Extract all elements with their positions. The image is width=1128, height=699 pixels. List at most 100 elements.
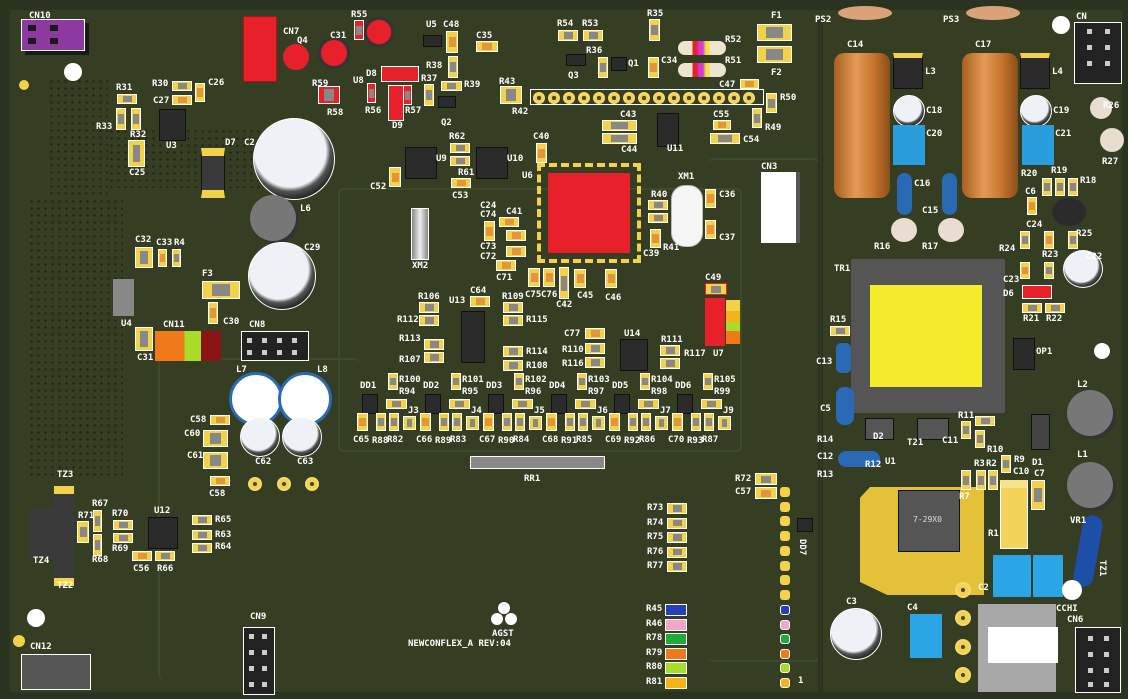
ra-label: R91	[561, 436, 578, 446]
dd-chip	[362, 394, 378, 414]
test-pad[interactable]	[780, 575, 790, 586]
c12-capacitor	[838, 451, 880, 467]
c-label: C67	[479, 435, 496, 445]
r109	[503, 302, 523, 313]
rt-resistor	[640, 373, 650, 390]
r7-a	[961, 470, 971, 490]
c45	[574, 269, 586, 288]
r72	[755, 473, 777, 485]
c56	[132, 551, 152, 561]
mounting-hole	[1052, 16, 1070, 34]
c37-label: C37	[719, 233, 736, 243]
r63-label: R63	[215, 530, 232, 540]
mounting-hole	[1062, 580, 1082, 600]
q3-transistor	[566, 54, 586, 66]
c64-label: C64	[470, 286, 487, 296]
test-pad[interactable]	[780, 487, 790, 497]
c36-label: C36	[719, 190, 736, 200]
c44	[602, 133, 637, 144]
r41-alt	[648, 213, 668, 223]
r7-label: R7	[959, 492, 970, 502]
q2-label: Q2	[441, 118, 452, 128]
rb-label: R85	[576, 435, 593, 445]
cn3-connector[interactable]	[761, 172, 800, 243]
c47-label: C47	[719, 80, 736, 90]
led-resistor-body	[665, 662, 687, 674]
ra-label: R90	[498, 436, 515, 446]
c57-label: C57	[735, 487, 752, 497]
mounting-hole	[1094, 343, 1110, 359]
j-label: J9	[723, 406, 734, 416]
led-test-pad[interactable]	[780, 605, 790, 615]
c56-label: C56	[133, 564, 150, 574]
dd-chip	[551, 394, 567, 414]
dd7-chip	[797, 518, 813, 532]
c14-label: C14	[847, 40, 864, 50]
pin-header-row[interactable]	[530, 89, 764, 105]
led-test-pad[interactable]	[780, 634, 790, 644]
through-hole	[277, 477, 291, 491]
c14-capacitor	[834, 53, 890, 198]
r21	[1022, 303, 1042, 313]
cn8-header[interactable]	[241, 331, 309, 361]
c-label: C70	[668, 435, 685, 445]
j-jumper	[718, 416, 731, 430]
d8-diode	[381, 66, 419, 82]
test-pad[interactable]	[780, 516, 790, 527]
test-pad[interactable]	[780, 560, 790, 571]
l1-label: L1	[1077, 450, 1088, 460]
u8-label: U8	[353, 76, 364, 86]
agst-logo	[489, 601, 519, 627]
led-test-pad[interactable]	[780, 619, 790, 630]
c-label: C66	[416, 435, 433, 445]
r9	[1001, 455, 1011, 473]
u3-label: U3	[166, 141, 177, 151]
test-pad[interactable]	[780, 545, 790, 556]
r10-label: R10	[987, 445, 1004, 455]
cn3-label: CN3	[761, 162, 778, 172]
l3-inductor	[893, 53, 923, 89]
cn-top-right-header[interactable]	[1074, 22, 1122, 84]
d8-label: D8	[366, 69, 377, 79]
cn12-connector[interactable]	[21, 654, 91, 690]
cn10-connector[interactable]	[21, 19, 85, 51]
led-test-pad[interactable]	[780, 677, 790, 688]
u1-regulator: 7-29X0	[898, 490, 960, 552]
rb-label: R86	[639, 435, 656, 445]
rb-label: R87	[702, 435, 719, 445]
j-jumper	[529, 416, 542, 430]
u5-chip	[423, 35, 442, 47]
r76	[667, 546, 687, 558]
d2-diode	[865, 418, 894, 440]
r54-label: R54	[557, 19, 574, 29]
r62	[450, 143, 470, 153]
f1-fuse	[757, 24, 792, 41]
u13-label: U13	[449, 296, 466, 306]
r22-label: R22	[1046, 314, 1063, 324]
u5-label: U5	[426, 20, 437, 30]
r74	[667, 517, 687, 529]
rb-label: R82	[387, 435, 404, 445]
r56-label: R56	[365, 106, 382, 116]
dd-label: DD2	[423, 381, 440, 391]
u11-label: U11	[667, 144, 684, 154]
test-pad[interactable]	[780, 501, 790, 512]
c-capacitor	[420, 413, 431, 431]
led-test-pad[interactable]	[780, 663, 790, 673]
cn6-header[interactable]	[1075, 627, 1121, 693]
dd-chip	[488, 394, 504, 414]
rt-resistor	[514, 373, 524, 390]
cn11-connector[interactable]	[155, 331, 221, 361]
c13-label: C13	[816, 357, 833, 367]
test-pad[interactable]	[780, 531, 790, 542]
cn7-header[interactable]	[243, 16, 277, 82]
led-test-pad[interactable]	[780, 648, 790, 659]
f2-fuse	[757, 46, 792, 63]
r36-label: R36	[586, 46, 603, 56]
cn10-label: CN10	[29, 11, 51, 21]
r116-label: R116	[562, 359, 584, 369]
test-pad[interactable]	[780, 589, 790, 600]
tr1-label: TR1	[834, 264, 851, 274]
cn9-header[interactable]	[243, 627, 275, 695]
c15-ceramic	[942, 173, 957, 215]
